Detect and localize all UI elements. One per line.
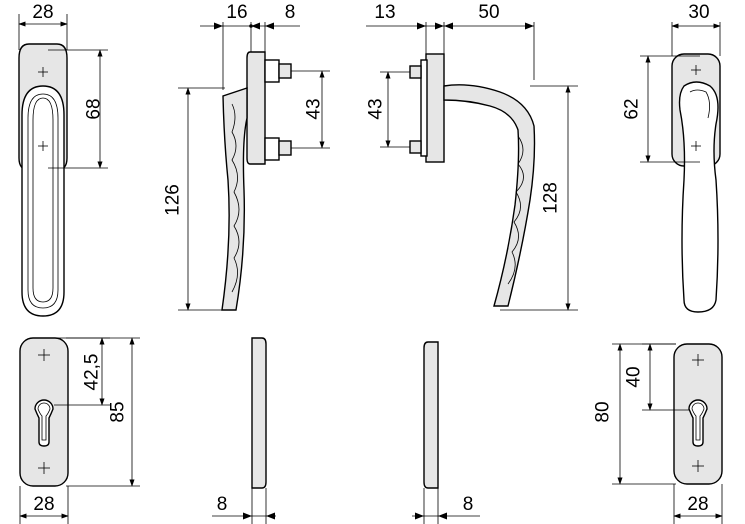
dim-plate-right-hole-to-cylinder: 40 bbox=[624, 366, 645, 387]
side-rose-lower-step bbox=[264, 137, 280, 161]
dim-side-pin-spacing: 43 bbox=[304, 98, 325, 119]
plate-side-right: 8 bbox=[412, 341, 480, 524]
profile-pin-upper bbox=[409, 65, 422, 79]
right-screw-marks bbox=[691, 65, 701, 151]
side-pin-upper bbox=[278, 63, 292, 79]
dim-front-hole-spacing: 68 bbox=[84, 98, 105, 119]
side-rose bbox=[246, 51, 266, 165]
side-rose-upper-step bbox=[264, 59, 280, 83]
plate-front-left: 42,5 85 28 bbox=[19, 337, 140, 524]
profile-view-handle: 13 50 43 128 bbox=[366, 2, 578, 311]
dim-profile-projection: 50 bbox=[478, 2, 499, 23]
dim-plate-side-right-thickness: 8 bbox=[463, 494, 474, 515]
dim-profile-rose-depth: 13 bbox=[374, 2, 395, 23]
dim-front-width: 28 bbox=[32, 2, 53, 23]
front-view-handle: 28 68 bbox=[18, 2, 108, 317]
dim-plate-right-width: 28 bbox=[687, 494, 708, 515]
right-lever bbox=[678, 81, 719, 313]
plate-front-right: 80 40 28 bbox=[593, 343, 723, 524]
dim-right-hole-spacing: 62 bbox=[622, 98, 643, 119]
dim-profile-total-height: 128 bbox=[541, 182, 562, 214]
side-pin-lower bbox=[278, 140, 292, 156]
dim-plate-left-height: 85 bbox=[108, 401, 129, 422]
profile-rose bbox=[425, 53, 445, 163]
dim-plate-right-height: 80 bbox=[593, 401, 614, 422]
right-view-handle: 30 62 bbox=[622, 2, 721, 313]
dim-right-width: 30 bbox=[688, 2, 709, 23]
dim-side-pin-offset: 8 bbox=[285, 2, 296, 23]
dim-plate-left-width: 28 bbox=[33, 494, 54, 515]
front-lever bbox=[21, 85, 65, 317]
dim-profile-pin-spacing: 43 bbox=[366, 98, 387, 119]
plate-side-left-body bbox=[251, 337, 267, 489]
dim-side-rose-depth: 16 bbox=[226, 2, 247, 23]
dim-plate-side-left-thickness: 8 bbox=[217, 494, 228, 515]
profile-rose-back bbox=[420, 59, 428, 157]
side-view-handle: 16 8 43 126 bbox=[163, 2, 330, 311]
plate-side-left: 8 bbox=[212, 337, 276, 524]
front-screw-marks bbox=[38, 67, 48, 151]
profile-lever bbox=[443, 84, 536, 307]
profile-pin-lower bbox=[409, 140, 422, 154]
dim-plate-left-hole-to-cylinder: 42,5 bbox=[82, 354, 103, 391]
plate-side-right-body bbox=[423, 341, 439, 489]
dim-side-total-height: 126 bbox=[163, 184, 184, 216]
